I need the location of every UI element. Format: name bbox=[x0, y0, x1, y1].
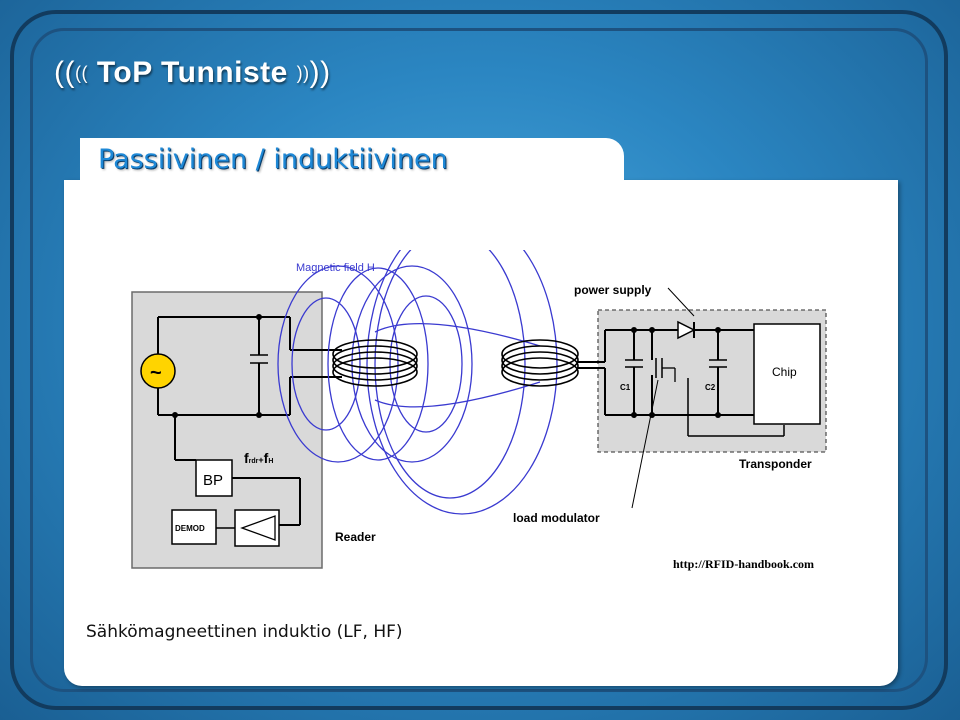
freq-sub1: rdr bbox=[249, 458, 259, 465]
node-dot bbox=[715, 327, 721, 333]
rfid-inductive-diagram: Magnetic field H ~ BP frdr+fH DEMOD Read… bbox=[131, 250, 827, 571]
reader-label: Reader bbox=[335, 530, 376, 544]
demod-box bbox=[171, 509, 217, 545]
transponder-coil bbox=[501, 339, 579, 387]
node-dot bbox=[631, 327, 637, 333]
freq-f1: f bbox=[244, 450, 249, 466]
reader-coil bbox=[332, 339, 418, 387]
node-dot bbox=[256, 314, 262, 320]
slide-title: Passiivinen / induktiivinen bbox=[98, 144, 448, 175]
amplifier-triangle-icon bbox=[240, 515, 276, 541]
ac-source-icon bbox=[140, 353, 176, 389]
node-dot bbox=[172, 412, 178, 418]
logo-wave-right-icon: )) bbox=[309, 56, 331, 89]
logo-wave-left-icon: (( bbox=[54, 56, 75, 89]
transponder-circuit bbox=[578, 329, 785, 437]
c1-label: C1 bbox=[620, 383, 631, 392]
inner-frame bbox=[30, 28, 928, 692]
power-supply-label: power supply bbox=[574, 283, 652, 297]
frequency-label: frdr+fH bbox=[244, 450, 273, 466]
logo-wave-left-small-icon: (( bbox=[74, 63, 88, 83]
outer-frame bbox=[10, 10, 948, 710]
bp-filter-label: BP bbox=[203, 472, 223, 489]
demod-label: DEMOD bbox=[175, 524, 205, 533]
chip-box bbox=[753, 323, 821, 425]
logo-text: ToP Tunniste bbox=[96, 56, 288, 89]
load-modulator-pointer bbox=[631, 379, 659, 509]
title-tab bbox=[80, 138, 624, 186]
load-modulator-label: load modulator bbox=[513, 511, 600, 525]
node-dot bbox=[631, 412, 637, 418]
freq-sub2: H bbox=[268, 458, 273, 465]
logo-wave-right-small-icon: )) bbox=[296, 63, 310, 83]
freq-plus: + bbox=[258, 455, 263, 465]
freq-f2: f bbox=[264, 450, 269, 466]
c2-label: C2 bbox=[705, 383, 716, 392]
chip-label: Chip bbox=[772, 365, 797, 379]
source-url: http://RFID-handbook.com bbox=[673, 557, 814, 571]
magnetic-field-label: Magnetic field H bbox=[296, 262, 375, 274]
slide-caption: Sähkömagneettinen induktio (LF, HF) bbox=[86, 622, 403, 642]
ac-source-symbol: ~ bbox=[150, 362, 162, 384]
node-dot bbox=[715, 412, 721, 418]
node-dot bbox=[649, 412, 655, 418]
power-supply-pointer bbox=[667, 287, 695, 317]
diode-icon bbox=[677, 320, 696, 340]
magnetic-field-lines bbox=[277, 250, 558, 515]
node-dot bbox=[256, 412, 262, 418]
bp-filter-box bbox=[195, 459, 233, 497]
transponder-label: Transponder bbox=[739, 457, 812, 471]
logo: (((( ToP Tunniste )))) bbox=[54, 56, 331, 90]
node-dot bbox=[649, 327, 655, 333]
